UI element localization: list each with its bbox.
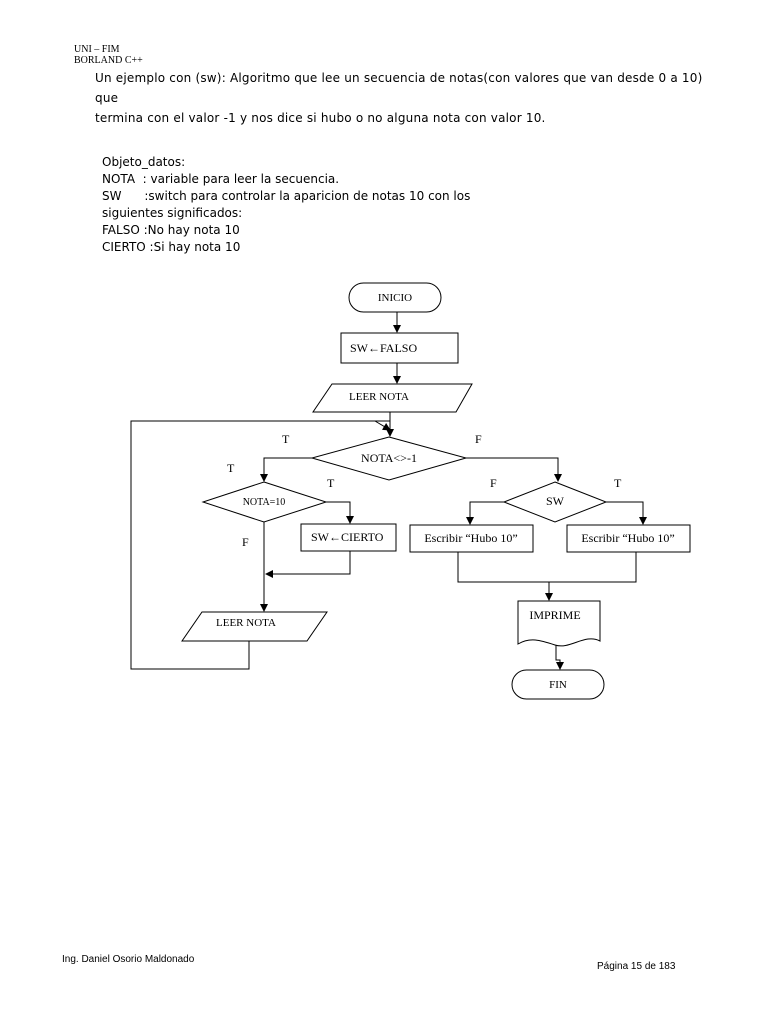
header-line-2: BORLAND C++ [74,55,143,66]
print-document [517,600,601,647]
init-process-box [340,332,459,364]
loop-back-arrow [374,420,391,431]
assign-label: SW←CIERTO [311,530,384,544]
decision-3-label: SW [546,494,565,508]
decision-sw [502,481,608,523]
branch-label: T [327,476,335,490]
data-object-line: siguientes significados: [102,206,243,220]
flow-line [326,501,354,524]
init-label: SW←FALSO [350,341,417,355]
start-terminal [348,282,442,313]
flow-line [260,457,312,482]
flow-line [466,457,562,482]
flow-line [265,551,351,578]
read-input-1 [312,383,473,413]
output-false-label: Escribir “Hubo 10” [424,531,517,545]
flow-line [466,501,504,525]
start-label: INICIO [378,292,412,304]
data-object-line: FALSO :No hay nota 10 [102,223,240,237]
decision-1-label: NOTA<>-1 [361,451,417,465]
footer-page-number: Página 15 de 183 [597,961,676,972]
branch-label: F [490,476,497,490]
branch-label: T [614,476,622,490]
read-1-label: LEER NOTA [349,391,409,403]
output-box-false [409,524,534,553]
decision-2-label: NOTA=10 [243,497,286,508]
assign-process-box [300,523,397,552]
read-2-label: LEER NOTA [216,617,276,629]
intro-line-1: Un ejemplo con (sw): Algoritmo que lee u… [95,71,703,105]
output-box-true [566,524,691,553]
read-input-2 [181,611,328,642]
intro-paragraph: Un ejemplo con (sw): Algoritmo que lee u… [95,68,715,128]
intro-line-2: termina con el valor -1 y nos dice si hu… [95,111,546,125]
print-label: IMPRIME [529,608,580,622]
branch-label: T [282,432,290,446]
header-line-1: UNI – FIM [74,44,120,55]
flow-line [606,501,647,525]
footer-author: Ing. Daniel Osorio Maldonado [62,954,195,965]
end-label: FIN [549,679,567,691]
data-objects-title: Objeto_datos: [102,155,186,169]
data-object-line: SW :switch para controlar la aparicion d… [102,189,471,203]
flow-line [555,645,564,670]
branch-label: T [227,461,235,475]
end-terminal [511,669,605,700]
loop-back-line [130,420,390,670]
data-object-line: NOTA : variable para leer la secuencia. [102,172,340,186]
branch-label: F [242,535,249,549]
branch-label: F [475,432,482,446]
data-object-line: CIERTO :Si hay nota 10 [102,240,241,254]
output-true-label: Escribir “Hubo 10” [581,531,674,545]
merge-line [457,552,637,583]
data-objects: Objeto_datos: NOTA : variable para leer … [102,154,470,256]
decision-nota-not-minus-one [310,436,468,481]
